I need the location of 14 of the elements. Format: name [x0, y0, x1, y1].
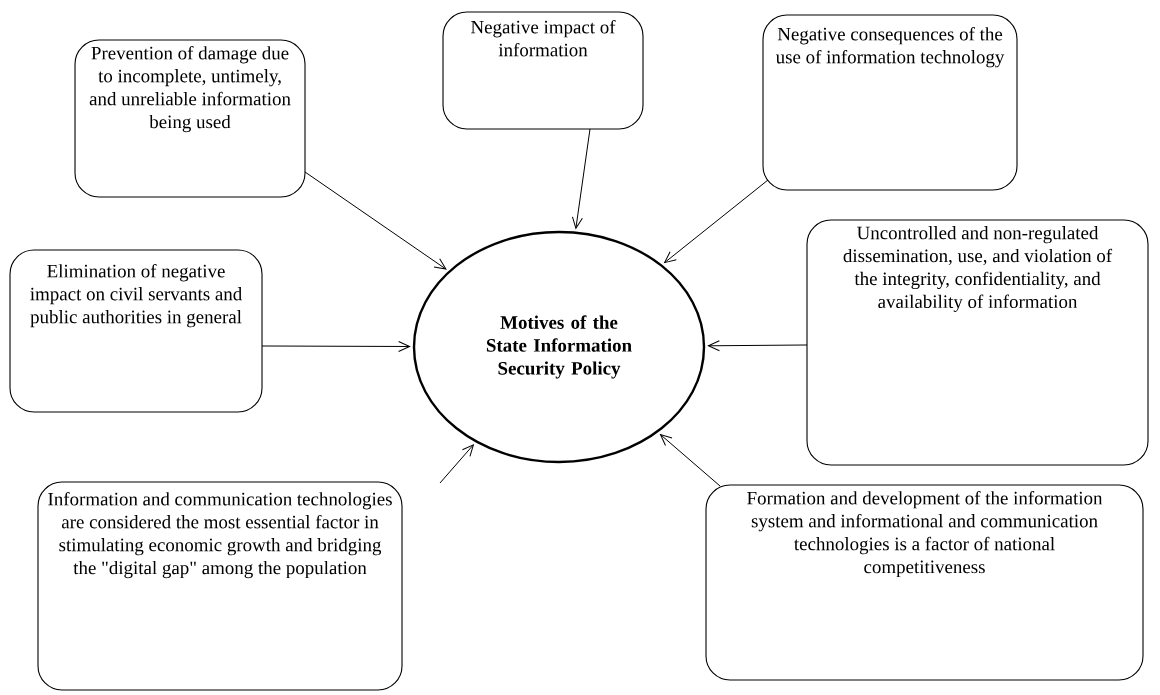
motive-box: Information and communication technologies are considered the most essential factor in stimulating economic growth and bridging the "digital gap" among the population [37, 481, 403, 691]
arrow [664, 179, 769, 264]
arrow [659, 434, 721, 487]
motive-box: Negative consequences of the use of information technology [762, 14, 1018, 191]
arrow [304, 171, 447, 270]
arrow [439, 444, 474, 484]
arrow [571, 128, 591, 229]
motive-box: Negative impact of information [442, 11, 644, 130]
motive-box: Formation and development of the information system and informational and communication technologies is a factor of national competitiveness [705, 484, 1144, 681]
arrow [707, 340, 808, 352]
arrow [261, 340, 411, 352]
motive-box: Uncontrolled and non-regulated dissemination, use, and violation of the integrity, confidentiality, and availability of information [806, 219, 1149, 466]
motive-box: Prevention of damage due to incomplete, untimely, and unreliable information being used [74, 39, 306, 198]
motive-box: Elimination of negative impact on civil servants and public authorities in general [9, 249, 263, 413]
